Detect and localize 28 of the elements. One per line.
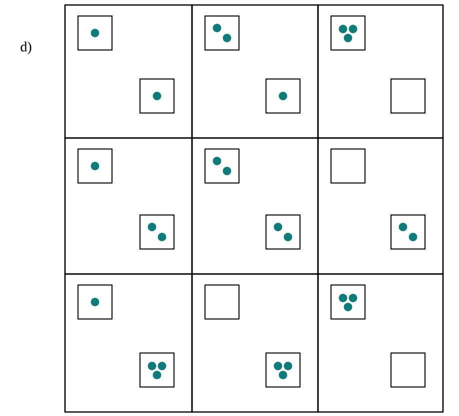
small-square (330, 284, 366, 320)
small-square (78, 148, 112, 184)
grid-cell (317, 4, 444, 139)
grid-cell (191, 4, 319, 139)
grid-cell (191, 137, 319, 275)
grid-cell (191, 273, 319, 413)
small-square (266, 352, 300, 388)
small-square (78, 284, 112, 320)
small-square (266, 214, 300, 250)
small-square (140, 352, 174, 388)
grid-cell (64, 137, 193, 275)
grid-cell (317, 273, 444, 413)
small-square (330, 148, 366, 184)
small-square (204, 148, 240, 184)
grid-cell (64, 273, 193, 413)
small-square (330, 16, 366, 50)
small-square (140, 214, 174, 250)
small-square (390, 78, 426, 114)
small-square (204, 284, 240, 320)
small-square (390, 214, 426, 250)
small-square (204, 16, 240, 50)
small-square (390, 352, 426, 388)
grid-cell (317, 137, 444, 275)
grid-cell (64, 4, 193, 139)
small-square (266, 78, 300, 114)
small-square (78, 16, 112, 50)
panel-label: d) (20, 42, 32, 54)
small-square (140, 78, 174, 114)
